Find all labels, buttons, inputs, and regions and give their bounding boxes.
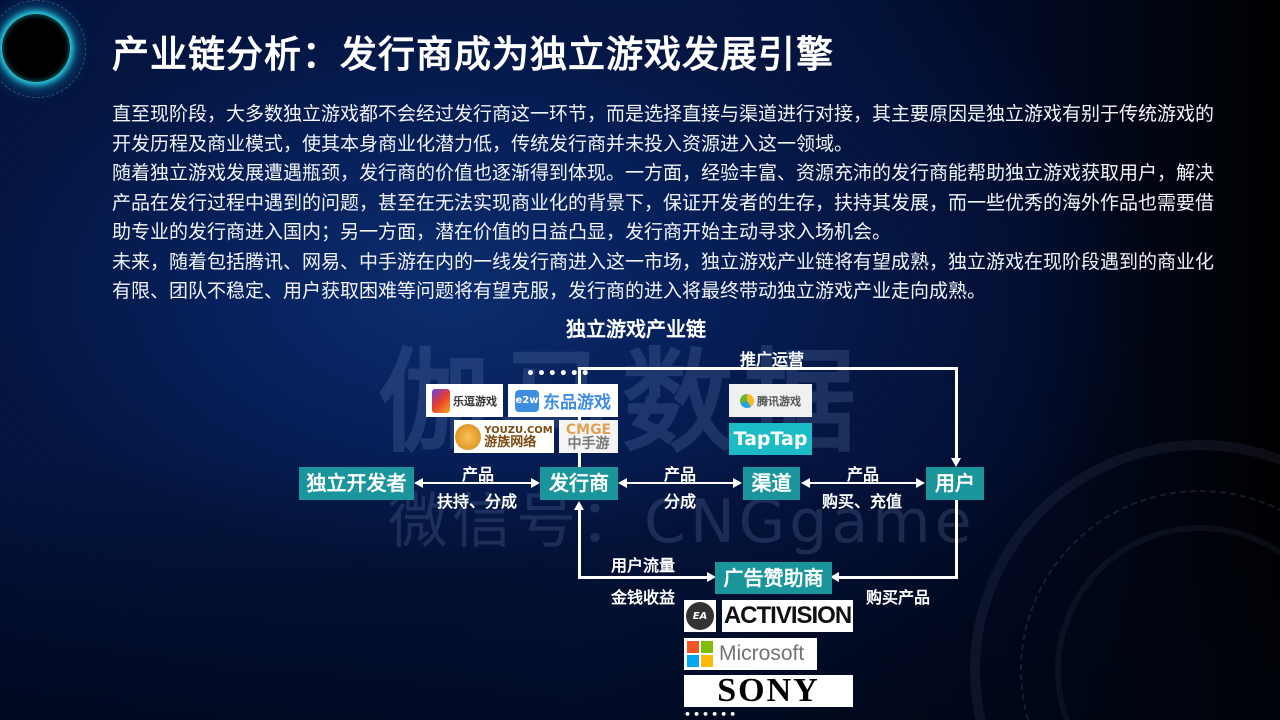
e2w-mark-icon: e2w <box>515 389 539 412</box>
edge-label-pub-chan-bottom: 分成 <box>664 492 697 511</box>
logo-dongpin: e2w 东品游戏 <box>508 384 618 417</box>
diagram-title: 独立游戏产业链 <box>566 317 706 341</box>
connector-line <box>626 482 734 484</box>
arrow-left-icon <box>801 478 810 488</box>
connector-line <box>422 482 532 484</box>
logo-microsoft: Microsoft <box>684 638 817 670</box>
connector-line <box>578 367 958 370</box>
connector-line <box>578 510 581 578</box>
logo-cmge: CMGE 中手游 <box>559 420 618 453</box>
arrow-left-icon <box>830 572 839 582</box>
more-advertisers-ellipsis: •••••• <box>684 708 739 720</box>
connector-line <box>578 576 708 579</box>
paragraph-1: 直至现阶段，大多数独立游戏都不会经过发行商这一环节，而是选择直接与渠道进行对接，… <box>112 103 1215 155</box>
logo-ledou: 乐逗游戏 <box>426 384 503 417</box>
arrow-right-icon <box>707 572 716 582</box>
connector-line <box>955 500 958 579</box>
node-user: 用户 <box>926 467 984 500</box>
connector-line <box>838 576 958 579</box>
arrow-right-icon <box>531 478 540 488</box>
ea-icon: EA <box>686 602 714 630</box>
edge-label-buy-product: 购买产品 <box>866 588 931 607</box>
connector-line <box>578 367 581 467</box>
edge-label-promotion: 推广运营 <box>740 350 805 369</box>
decorative-rings <box>970 440 1280 720</box>
logo-youzu: YOUZU.COM 游族网络 <box>454 420 554 453</box>
connector-line <box>809 482 917 484</box>
node-channel: 渠道 <box>743 467 800 500</box>
paragraph-2: 随着独立游戏发展遭遇瓶颈，发行商的价值也逐渐得到体现。一方面，经验丰富、资源充沛… <box>112 162 1215 243</box>
arrow-right-icon <box>733 478 742 488</box>
node-publisher: 发行商 <box>540 467 618 500</box>
logo-activision: ACTIVISION <box>722 600 853 632</box>
logo-tencent-games: 腾讯游戏 <box>729 384 812 417</box>
glowing-ring-icon <box>0 0 86 98</box>
arrow-down-icon <box>951 458 961 467</box>
paragraph-3: 未来，随着包括腾讯、网易、中手游在内的一线发行商进入这一市场，独立游戏产业链将有… <box>112 250 1215 303</box>
watermark-sub: 微信号：CNGgame <box>388 487 976 557</box>
logo-taptap: TapTap <box>729 423 812 455</box>
more-publishers-ellipsis: •••••• <box>526 366 592 382</box>
edge-label-revenue: 金钱收益 <box>611 588 676 607</box>
edge-label-traffic: 用户流量 <box>611 556 676 575</box>
arrow-left-icon <box>618 478 627 488</box>
edge-label-chan-user-top: 产品 <box>847 465 880 484</box>
logo-sony: SONY <box>684 675 853 707</box>
arrow-up-icon <box>574 501 584 510</box>
arrow-left-icon <box>414 478 423 488</box>
tencent-games-icon <box>740 393 754 408</box>
logo-ea: EA <box>684 600 716 632</box>
edge-label-dev-pub-bottom: 扶持、分成 <box>437 492 518 511</box>
arrow-right-icon <box>916 478 925 488</box>
edge-label-chan-user-bottom: 购买、充值 <box>822 492 903 511</box>
node-advertiser: 广告赞助商 <box>715 562 832 594</box>
node-developer: 独立开发者 <box>299 467 414 500</box>
connector-line <box>955 367 958 459</box>
ledou-mark-icon <box>432 388 450 413</box>
edge-label-dev-pub-top: 产品 <box>462 465 495 484</box>
microsoft-windows-icon <box>687 641 713 667</box>
edge-label-pub-chan-top: 产品 <box>664 465 697 484</box>
body-text: 直至现阶段，大多数独立游戏都不会经过发行商这一环节，而是选择直接与渠道进行对接，… <box>112 100 1222 307</box>
youzu-hand-icon <box>455 423 482 450</box>
page-title: 产业链分析：发行商成为独立游戏发展引擎 <box>112 33 834 76</box>
